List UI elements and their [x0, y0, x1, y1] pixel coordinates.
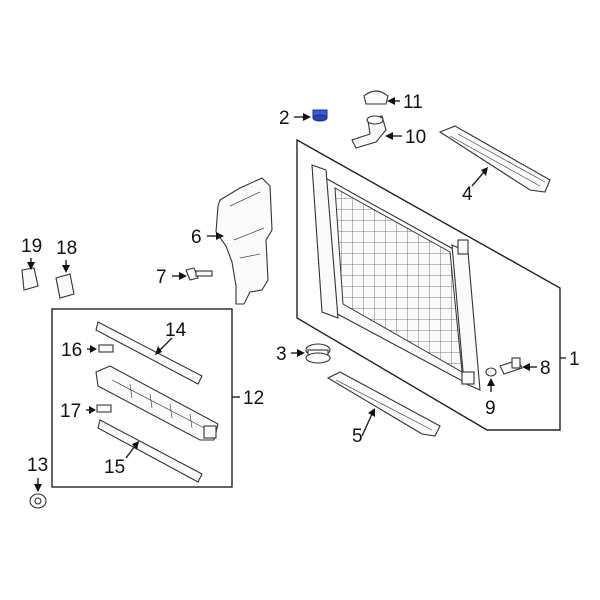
callout-10: 10: [405, 127, 426, 148]
center-panel: [95, 365, 219, 441]
callout-16-arrow: [90, 345, 97, 353]
callout-11-arrow: [387, 97, 395, 105]
upper-seal: [95, 321, 203, 385]
callout-15-arrow: [132, 441, 139, 450]
callout-7-arrow: [179, 272, 187, 280]
callout-19: 19: [21, 236, 42, 257]
callout-14-leader: [159, 337, 173, 351]
washer: [485, 367, 497, 377]
radiator: [311, 164, 481, 391]
callout-14-arrow: [155, 346, 162, 355]
filler-neck: [351, 115, 387, 149]
callout-16: 16: [61, 340, 82, 361]
lower-support: [326, 371, 441, 437]
callout-3: 3: [276, 344, 287, 365]
pad-16: [98, 344, 114, 353]
callout-2-arrow: [303, 113, 311, 121]
filler-cap: [363, 90, 389, 105]
drain-plug: [305, 343, 331, 364]
callout-6: 6: [191, 227, 202, 248]
callout-2: 2: [279, 108, 290, 129]
callout-8: 8: [540, 358, 551, 379]
callout-13-arrow: [34, 484, 42, 492]
callout-17: 17: [60, 401, 81, 422]
side-bracket: [215, 177, 273, 305]
seal-kit-box: [51, 308, 233, 488]
callout-18: 18: [56, 238, 77, 259]
callout-4-arrow: [481, 167, 488, 176]
callout-8-arrow: [522, 363, 530, 371]
callout-14: 14: [165, 320, 187, 341]
upper-support: [438, 125, 551, 193]
callout-5: 5: [352, 426, 363, 447]
callout-5-arrow: [368, 408, 375, 417]
drain-cock: [499, 357, 523, 375]
clip-nut-13: [29, 493, 47, 509]
callout-19-arrow: [27, 262, 35, 270]
callout-9-arrow: [487, 378, 495, 386]
callout-12: 12: [243, 388, 264, 409]
callout-4: 4: [462, 184, 473, 205]
bolt: [185, 267, 213, 281]
lower-seal: [97, 419, 203, 483]
pad-17: [96, 404, 112, 413]
clip-19: [21, 267, 39, 291]
callout-15-leader: [125, 445, 136, 459]
callout-10-arrow: [385, 132, 393, 140]
callout-1: 1: [569, 349, 580, 370]
callout-17-arrow: [89, 406, 96, 414]
callout-13: 13: [27, 455, 48, 476]
callout-7: 7: [156, 267, 167, 288]
callout-3-arrow: [297, 349, 305, 357]
callout-9: 9: [485, 398, 496, 419]
radiator-assembly-bracket: [296, 138, 561, 431]
callout-5-leader: [361, 413, 373, 437]
callout-15: 15: [104, 457, 125, 478]
clip-18: [55, 273, 75, 299]
callout-11: 11: [403, 92, 423, 113]
callout-18-arrow: [62, 265, 70, 273]
callout-4-leader: [471, 171, 485, 187]
radiator-cap-highlighted: [312, 109, 328, 122]
callout-6-arrow: [216, 232, 224, 240]
